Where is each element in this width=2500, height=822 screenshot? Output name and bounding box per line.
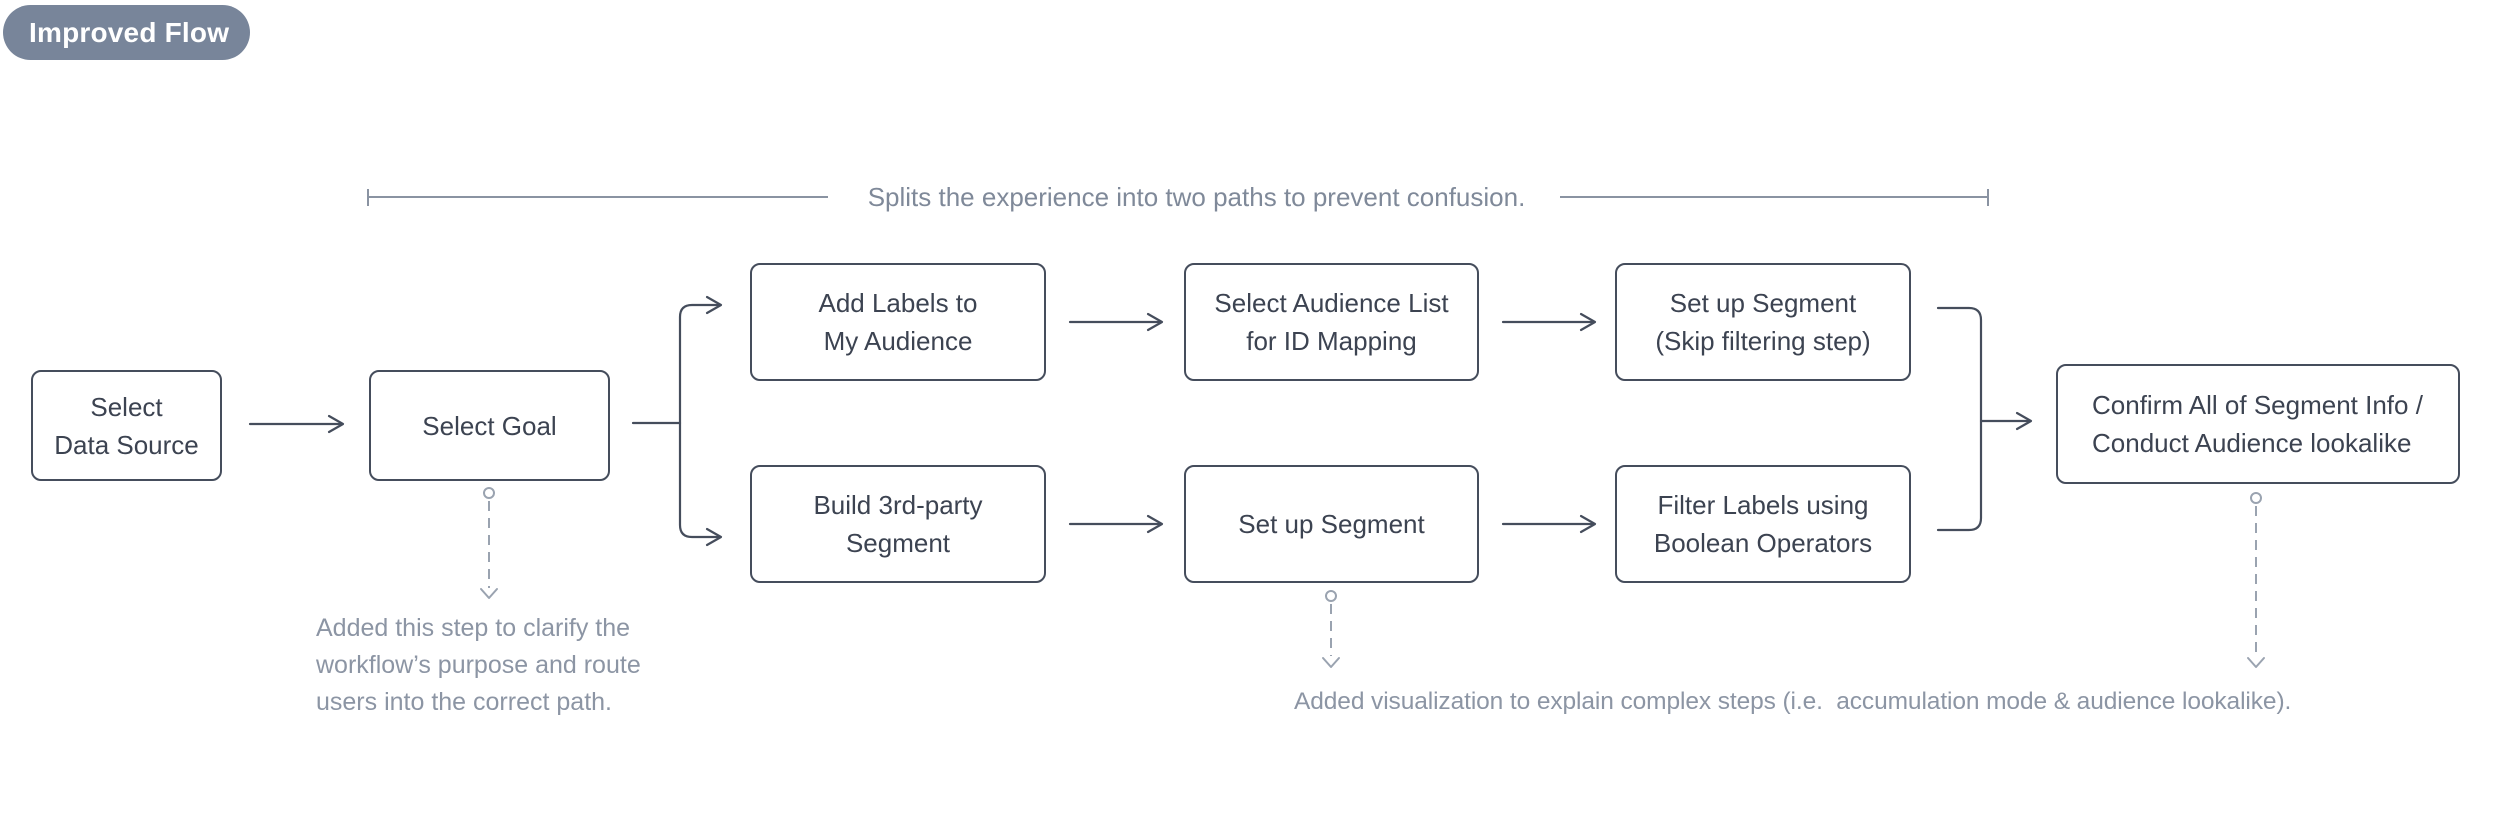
- node-label-line: for ID Mapping: [1246, 326, 1417, 356]
- dashed-connectors: [480, 487, 2265, 668]
- node-label-line: Set up Segment: [1238, 509, 1425, 539]
- node-label-line: Conduct Audience lookalike: [2092, 428, 2412, 458]
- improved-flow-badge: Improved Flow: [3, 5, 250, 60]
- bracket-label: Splits the experience into two paths to …: [867, 182, 1526, 212]
- node-label-line: Boolean Operators: [1653, 528, 1873, 558]
- flow-node-select-audience-list: Select Audience List for ID Mapping: [1184, 263, 1479, 381]
- arrowhead: [2015, 411, 2033, 431]
- annotation-line: workflow’s purpose and route: [316, 651, 641, 679]
- flow-node-add-labels: Add Labels to My Audience: [750, 263, 1046, 381]
- node-label-line: My Audience: [823, 326, 973, 356]
- flow-node-select-data-source: Select Data Source: [31, 370, 222, 481]
- solid-connectors: [248, 295, 2033, 547]
- annotation-line: Added this step to clarify the: [316, 614, 631, 642]
- annotation-visualization: Added visualization to explain complex s…: [1294, 688, 2292, 715]
- flow-node-setup-segment-skip: Set up Segment (Skip filtering step): [1615, 263, 1911, 381]
- node-label-line: Select Goal: [422, 410, 557, 441]
- node-label-line: Set up Segment: [1669, 288, 1857, 318]
- arrowhead: [1579, 312, 1597, 332]
- split-lower-elbow: [678, 421, 721, 539]
- annotation-select-goal: Added this step to clarify the workflow’…: [316, 610, 641, 721]
- flow-node-build-3rd-party-segment: Build 3rd-party Segment: [750, 465, 1046, 583]
- dashed-start-dot: [2250, 492, 2262, 504]
- split-upper-elbow: [678, 303, 721, 425]
- node-label-line: Confirm All of Segment Info /: [2092, 390, 2423, 420]
- arrowhead: [705, 527, 723, 547]
- arrowhead: [705, 295, 723, 315]
- node-label-line: (Skip filtering step): [1655, 326, 1871, 356]
- flow-node-select-goal: Select Goal: [369, 370, 610, 481]
- node-label-line: Add Labels to: [818, 288, 978, 318]
- flow-node-setup-segment: Set up Segment: [1184, 465, 1479, 583]
- node-label-line: Select: [90, 391, 163, 422]
- dashed-arrowhead-down: [2247, 657, 2265, 668]
- arrowhead: [1579, 514, 1597, 534]
- node-label-line: Segment: [845, 528, 951, 558]
- flow-node-confirm-segment-info: Confirm All of Segment Info / Conduct Au…: [2056, 364, 2460, 484]
- badge-label: Improved Flow: [29, 16, 230, 48]
- bracket-annotation: [367, 189, 1989, 206]
- flow-node-filter-labels: Filter Labels using Boolean Operators: [1615, 465, 1911, 583]
- node-label-line: Build 3rd-party: [813, 490, 983, 520]
- node-label-line: Select Audience List: [1214, 288, 1449, 318]
- node-label-line: Data Source: [54, 429, 199, 460]
- node-label-line: Filter Labels using: [1657, 490, 1869, 520]
- dashed-arrowhead-down: [1322, 657, 1340, 668]
- arrowhead: [1146, 312, 1164, 332]
- dashed-start-dot: [1325, 590, 1337, 602]
- annotation-line: users into the correct path.: [316, 688, 612, 716]
- dashed-start-dot: [483, 487, 495, 499]
- arrowhead: [327, 414, 345, 434]
- merge-elbow: [1936, 306, 1983, 532]
- dashed-arrowhead-down: [480, 588, 498, 599]
- arrowhead: [1146, 514, 1164, 534]
